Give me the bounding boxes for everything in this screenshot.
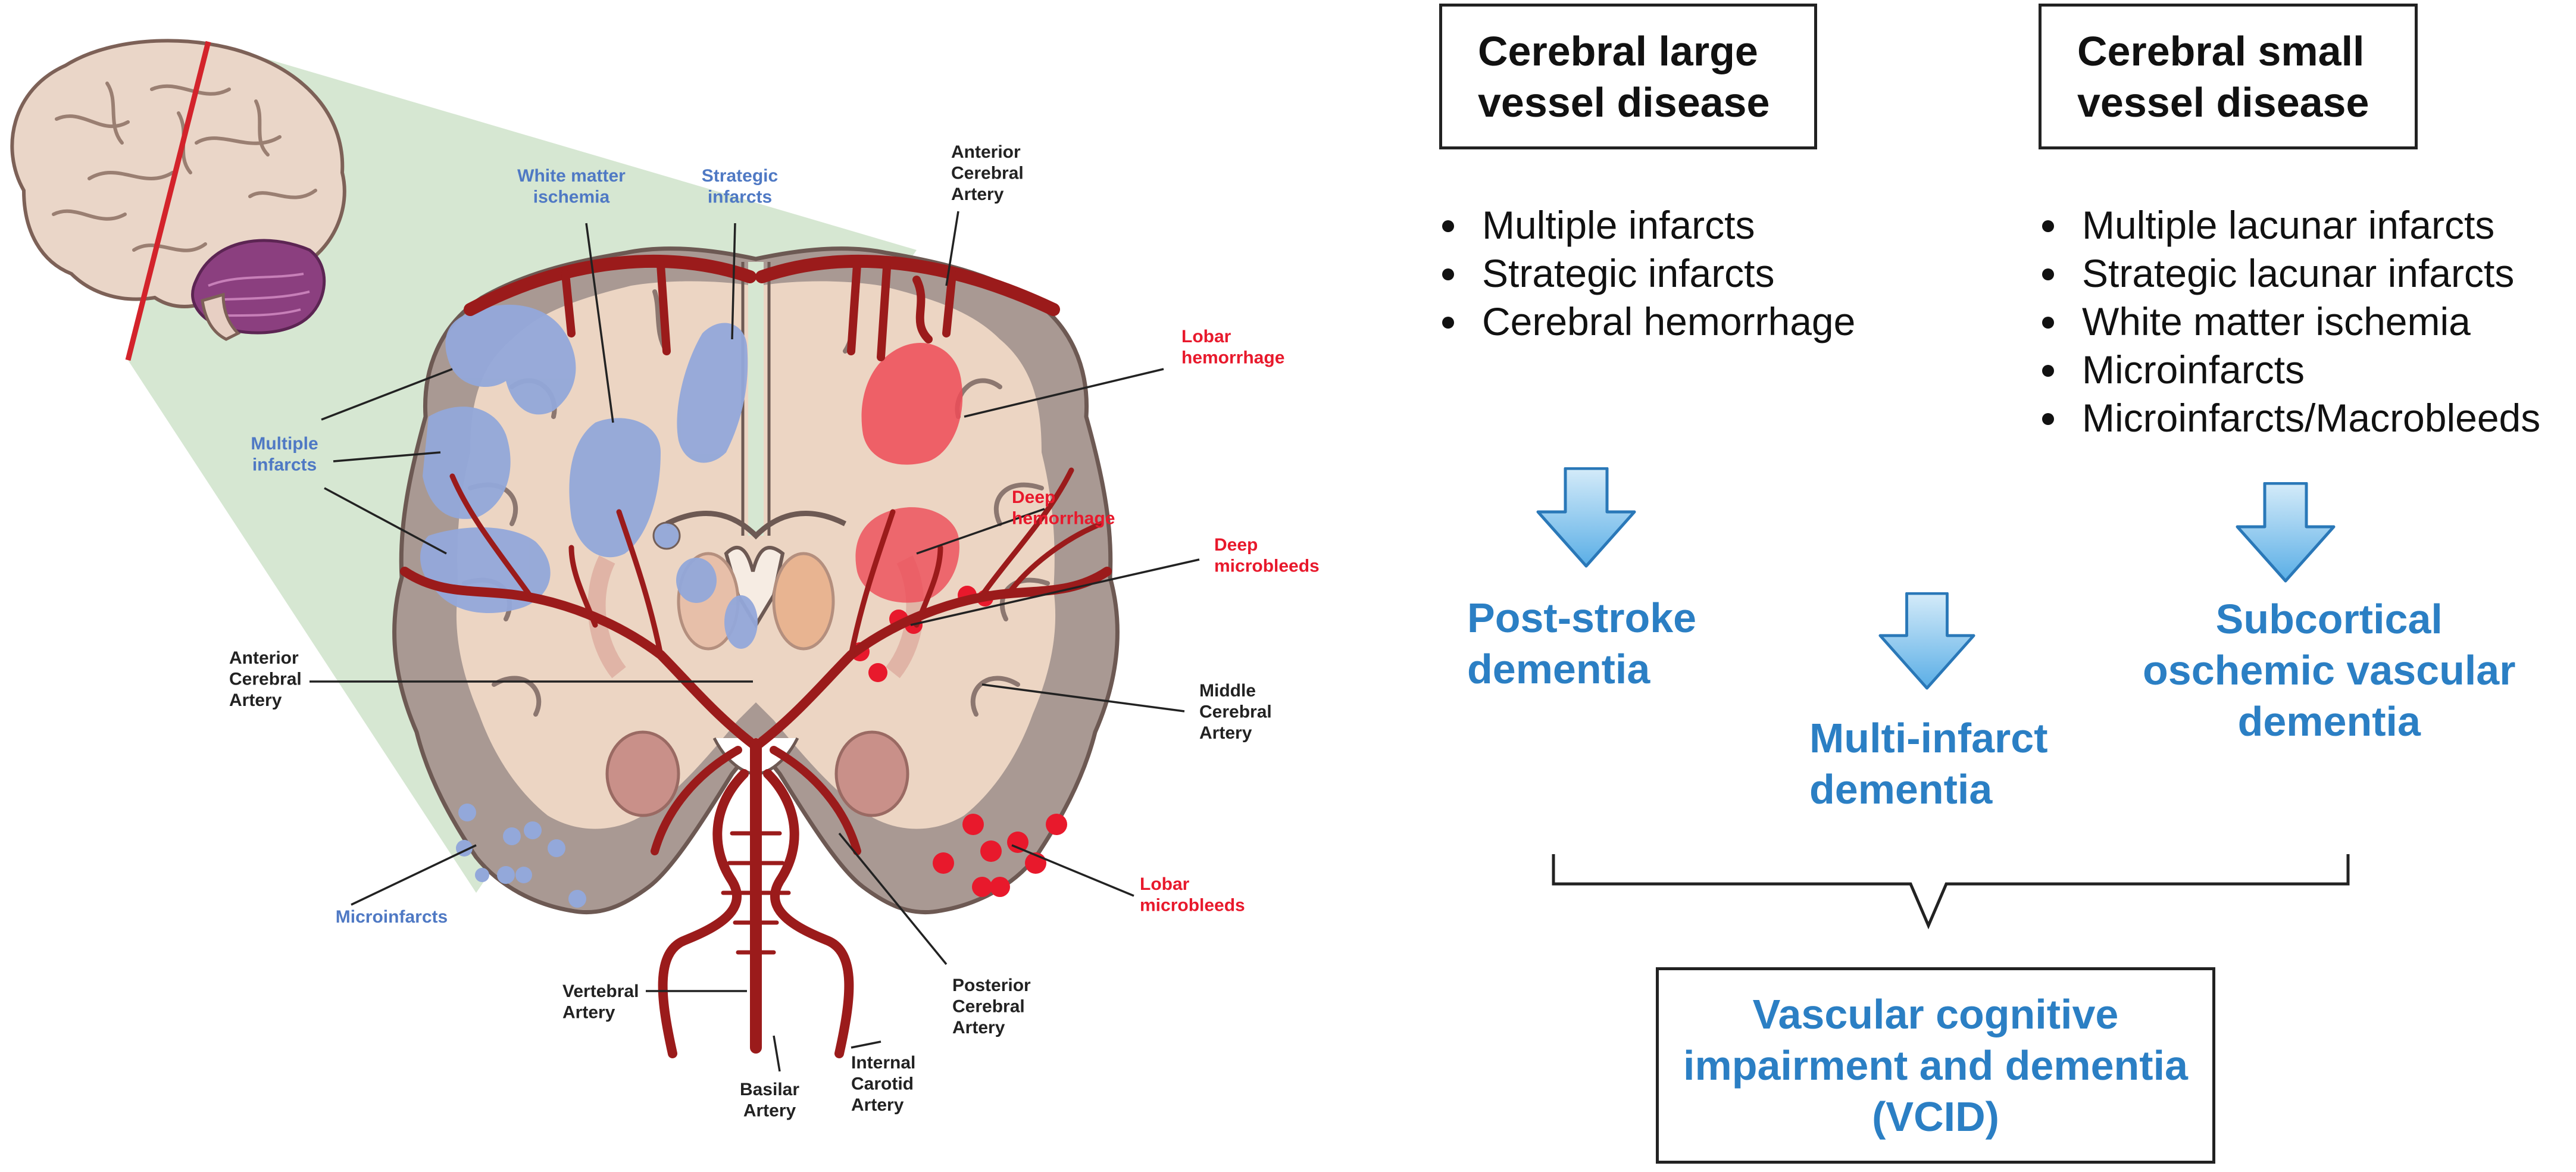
large-vessel-disease-title: Cerebral large vessel disease <box>1478 27 1770 126</box>
leader-lines <box>310 211 1200 1072</box>
vcid-label: Vascular cognitive impairment and dement… <box>1683 991 2188 1140</box>
small-vessel-disease-title: Cerebral small vessel disease <box>2077 27 2369 126</box>
list-item: Microinfarcts/Macrobleeds <box>2037 394 2540 442</box>
arrow-down-large-vessel <box>1538 468 1634 566</box>
convergence-bracket <box>1552 854 2350 930</box>
list-item: Strategic infarcts <box>1437 249 1855 298</box>
list-item: Strategic lacunar infarcts <box>2037 249 2540 298</box>
section-plane-line <box>125 40 211 361</box>
microinfarct-dots <box>456 804 586 908</box>
arrow-down-small-vessel <box>2237 483 2334 581</box>
small-vessel-disease-box: Cerebral small vessel disease <box>2039 4 2418 149</box>
large-vessel-disease-list: Multiple infarcts Strategic infarcts Cer… <box>1437 201 1855 346</box>
vcid-box: Vascular cognitive impairment and dement… <box>1656 967 2215 1164</box>
subcortical-ischemic-vascular-dementia: Subcortical oschemic vascular dementia <box>2143 596 2516 745</box>
small-vessel-disease-list: Multiple lacunar infarcts Strategic lacu… <box>2037 201 2540 442</box>
cerebral-arteries <box>400 254 1112 1058</box>
multi-infarct-dementia: Multi-infarct dementia <box>1809 715 2048 812</box>
arrow-down-multi-infarct <box>1880 593 1974 688</box>
list-item: White matter ischemia <box>2037 298 2540 346</box>
brain-side-view-icon <box>10 39 346 341</box>
list-item: Microinfarcts <box>2037 346 2540 394</box>
label-microinfarcts: Microinfarcts <box>336 907 448 927</box>
large-vessel-disease-box: Cerebral large vessel disease <box>1439 4 1817 149</box>
list-item: Cerebral hemorrhage <box>1437 298 1855 346</box>
post-stroke-dementia: Post-stroke dementia <box>1467 595 1697 692</box>
list-item: Multiple infarcts <box>1437 201 1855 249</box>
list-item: Multiple lacunar infarcts <box>2037 201 2540 249</box>
